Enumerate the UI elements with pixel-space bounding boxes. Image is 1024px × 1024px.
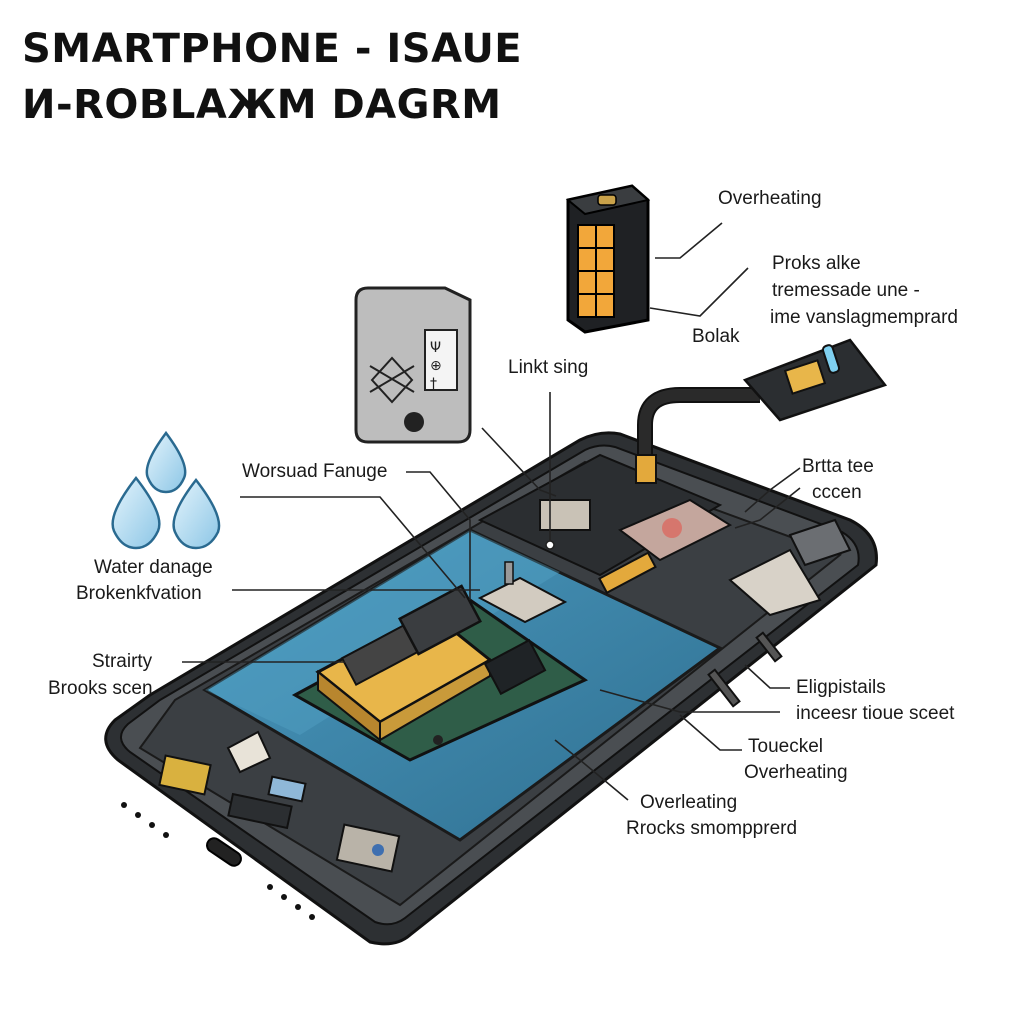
label-overheating-top: Overheating xyxy=(718,188,822,209)
label-water-1: Water danage xyxy=(94,557,213,578)
label-toueckel-1: Toueckel xyxy=(748,736,823,757)
label-elig-2: inceesr tioue sceet xyxy=(796,703,955,724)
label-bolak: Bolak xyxy=(692,326,740,347)
svg-text:Ψ: Ψ xyxy=(430,340,441,356)
internal-components xyxy=(158,453,852,873)
label-overleating-1: Overleating xyxy=(640,792,738,813)
label-brtta-1: Brtta tee xyxy=(802,456,874,477)
label-strairty-1: Strairty xyxy=(92,651,153,672)
cpu-chip xyxy=(483,638,547,696)
sim-card-icon: Ψ ⊕ † xyxy=(354,286,472,444)
label-elig-1: Eligpistails xyxy=(796,677,886,698)
label-linkt-sing: Linkt sing xyxy=(508,357,589,378)
battery-icon xyxy=(565,184,651,334)
side-buttons xyxy=(707,631,783,708)
svg-text:⊕: ⊕ xyxy=(430,358,442,374)
water-drop-icon xyxy=(111,430,221,550)
label-proks-3: ime vanslagmemprard xyxy=(770,307,958,328)
title-line-1: SMARTPHONE - ISAUE xyxy=(22,26,523,72)
svg-text:†: † xyxy=(430,376,437,392)
label-water-2: Brokenkfvation xyxy=(76,583,202,604)
leader-lines xyxy=(182,222,801,801)
label-toueckel-2: Overheating xyxy=(744,762,848,783)
title-line-2: И-ROBLAЖM DAGRM xyxy=(22,82,502,128)
label-proks-2: tremessade une - xyxy=(772,280,920,301)
label-strairty-2: Brooks scen xyxy=(48,678,153,699)
flex-cable xyxy=(635,338,888,484)
speaker-grille xyxy=(121,802,315,920)
label-overleating-2: Rrocks smompprerd xyxy=(626,818,798,839)
usb-port xyxy=(206,837,242,867)
label-proks-1: Proks alke xyxy=(772,253,861,274)
label-brtta-2: cccen xyxy=(812,482,862,503)
label-worsuad: Worsuad Fanuge xyxy=(242,461,388,482)
pcb-board xyxy=(291,551,657,762)
